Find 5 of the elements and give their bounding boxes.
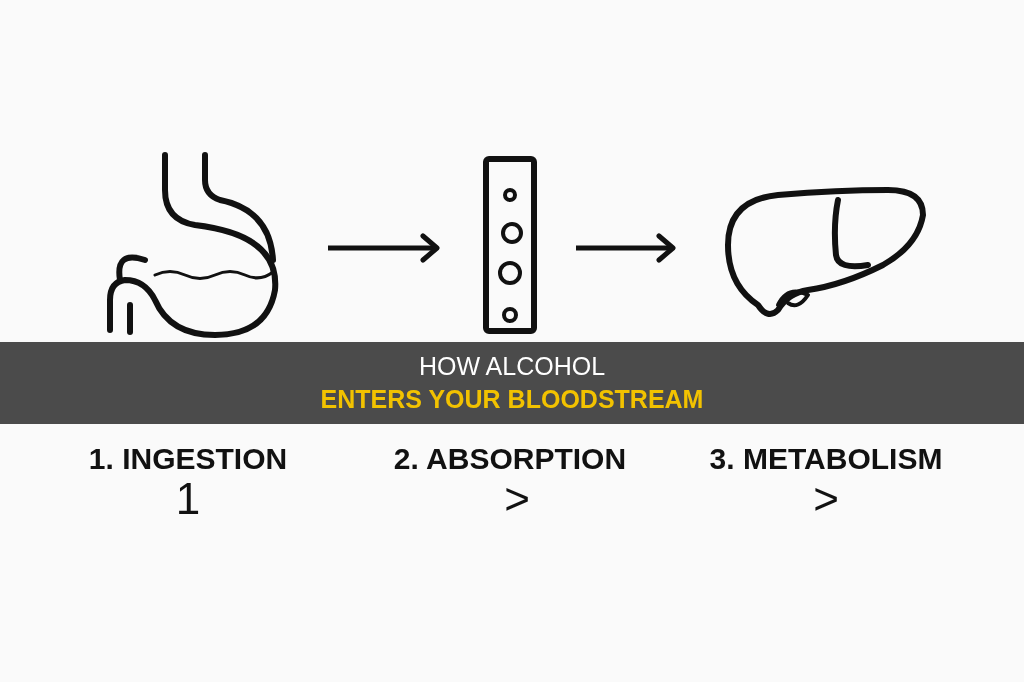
arrow — [576, 233, 676, 263]
title: HOW ALCOHOL — [418, 351, 606, 382]
intestine-drawing — [482, 155, 538, 335]
arrow — [328, 233, 440, 263]
subtitle: ENTERS YOUR BLOODSTREAM — [320, 384, 704, 415]
